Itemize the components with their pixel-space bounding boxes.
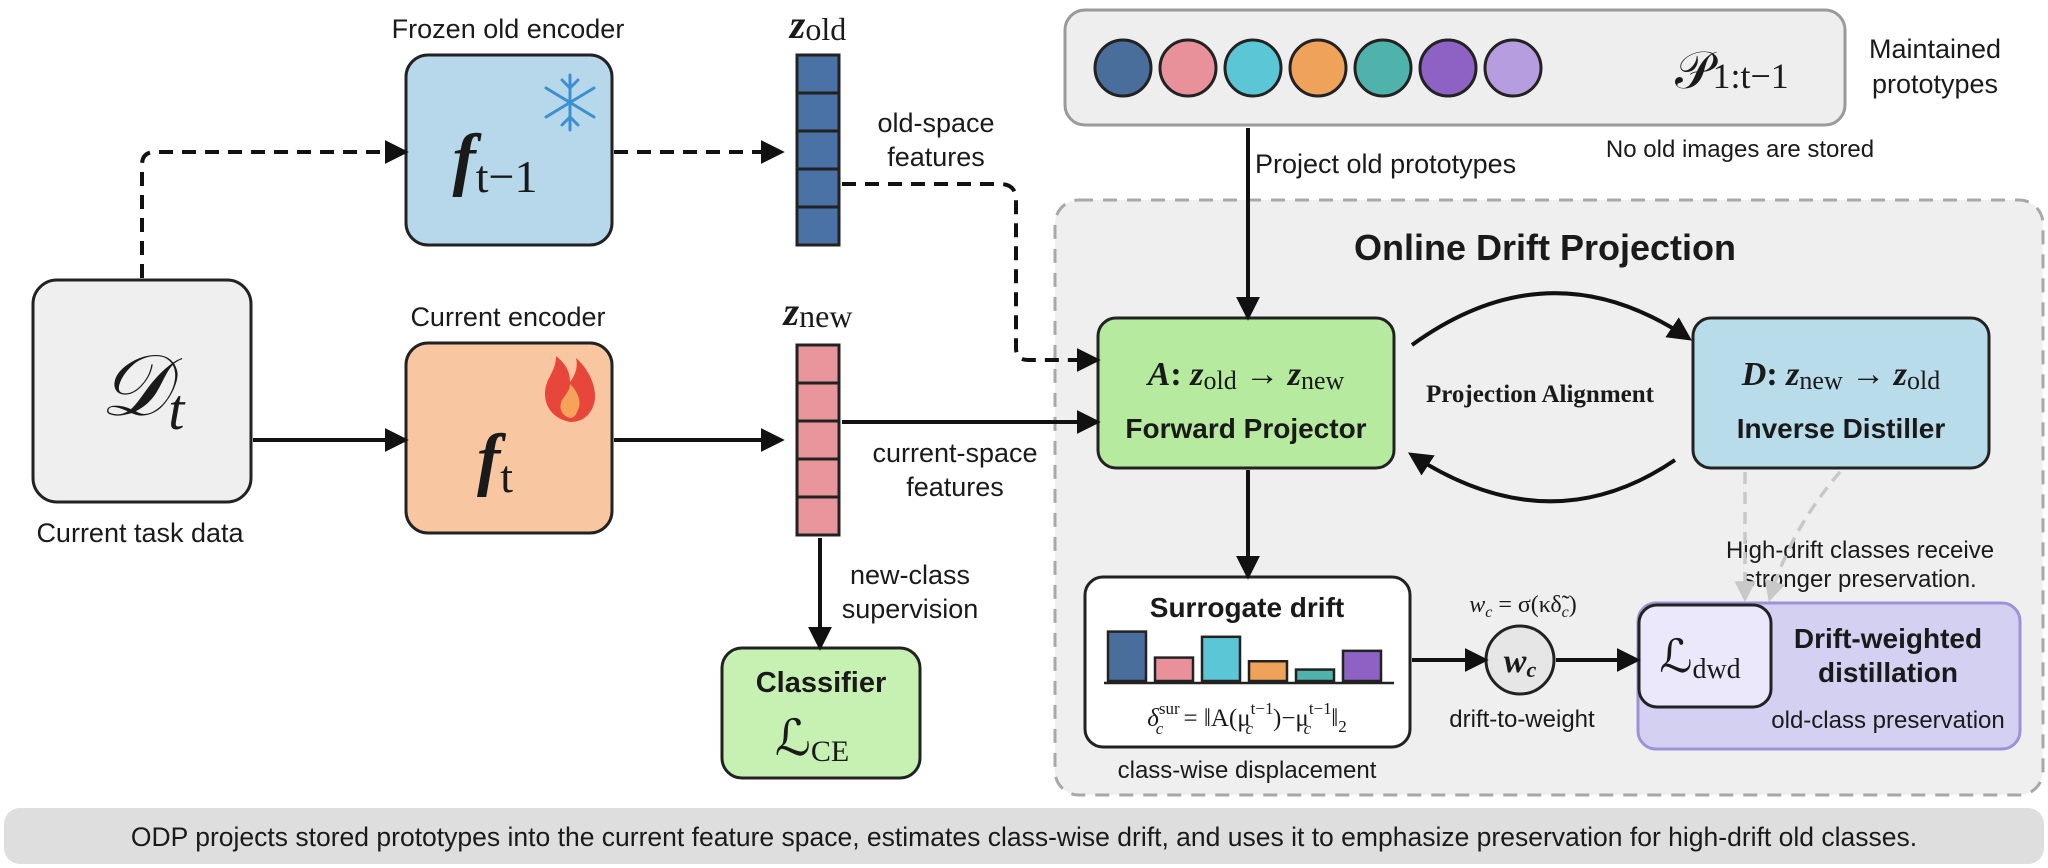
prototype-dot [1353, 38, 1413, 98]
drift-bar [1106, 630, 1148, 683]
svg-text:ℒCE: ℒCE [775, 710, 849, 768]
alignment-arc-backward [1407, 452, 1677, 504]
z-old-vector [795, 53, 841, 247]
current-encoder-caption: Current encoder [410, 302, 605, 332]
z-old-label: zold [788, 2, 846, 47]
prototype-dot [1418, 38, 1478, 98]
maintained-label-2: prototypes [1872, 69, 1998, 99]
task-data-box: 𝒟t [31, 278, 253, 504]
vector-cell [795, 91, 841, 133]
vector-cell [795, 53, 841, 95]
drift-bar [1294, 668, 1336, 683]
caption-text: ODP projects stored prototypes into the … [131, 822, 1917, 852]
surrogate-drift-bars [1106, 630, 1383, 683]
vector-cell [795, 495, 841, 537]
no-old-images-label: No old images are stored [1606, 136, 1874, 163]
arrows [140, 128, 1692, 672]
projection-alignment-label: Projection Alignment [1426, 381, 1655, 408]
vector-cell [795, 167, 841, 209]
classifier-box: Classifier ℒCE [720, 646, 922, 780]
z-new-label: znew [782, 289, 853, 334]
maintained-label-1: Maintained [1869, 34, 2001, 64]
svg-text:wc: wc [1504, 643, 1537, 682]
prototype-dot [1288, 38, 1348, 98]
svg-text:D: znew → zold: D: znew → zold [1741, 356, 1940, 395]
svg-text:ℒdwd: ℒdwd [1659, 631, 1740, 685]
weight-formula: wc = σ(κδ̃c) [1469, 592, 1577, 621]
alignment-arc-forward [1410, 291, 1692, 347]
svg-text:ft−1: ft−1 [452, 121, 537, 202]
z-new-vector [795, 343, 841, 537]
vector-cell [795, 343, 841, 385]
old-encoder-box: ft−1 [404, 53, 614, 247]
new-class-label-1: new-class [850, 560, 970, 590]
svg-text:Surrogate drift: Surrogate drift [1150, 592, 1344, 623]
drift-bar [1153, 656, 1195, 683]
new-class-label-2: supervision [842, 594, 979, 624]
svg-text:distillation: distillation [1818, 657, 1958, 688]
svg-text:Drift-weighted: Drift-weighted [1794, 623, 1982, 654]
vector-cell [795, 419, 841, 461]
vector-cell [795, 129, 841, 171]
svg-text:A: zold → znew: A: zold → znew [1146, 356, 1345, 395]
vector-cell [795, 205, 841, 247]
drift-to-weight-label: drift-to-weight [1449, 706, 1595, 733]
zold-to-projector-arrow [842, 182, 1101, 372]
gray-arrows [1734, 470, 1842, 603]
class-wise-label: class-wise displacement [1118, 757, 1377, 784]
vector-cell [795, 457, 841, 499]
distiller-to-dwd-arrow-2 [1764, 470, 1842, 603]
prototype-dot [1223, 38, 1283, 98]
high-drift-label-1: High-drift classes receive [1726, 537, 1994, 564]
forward-projector-box: A: zold → znew Forward Projector [1096, 316, 1396, 470]
drift-bar [1200, 635, 1242, 683]
vector-cell [795, 381, 841, 423]
drift-bar [1341, 649, 1383, 683]
task-data-caption: Current task data [36, 518, 244, 548]
prototype-dots [1093, 38, 1543, 98]
old-space-label-2: features [887, 142, 985, 172]
prototype-dot [1093, 38, 1153, 98]
prototype-symbol: 𝒫1:t−1 [1675, 43, 1789, 100]
current-encoder-box: ft [404, 341, 614, 535]
svg-text:Classifier: Classifier [756, 667, 887, 699]
project-old-prototypes-label: Project old prototypes [1255, 149, 1516, 179]
prototype-dot [1483, 38, 1543, 98]
snowflake-icon [544, 73, 596, 132]
weight-node: wc [1484, 624, 1556, 696]
prototype-bank: 𝒫1:t−1 [1063, 8, 1847, 127]
current-space-label-2: features [906, 472, 1004, 502]
high-drift-label-2: stronger preservation. [1743, 566, 1976, 593]
current-space-label-1: current-space [872, 438, 1037, 468]
svg-text:Inverse Distiller: Inverse Distiller [1737, 413, 1946, 444]
prototype-dot [1158, 38, 1218, 98]
svg-text:Forward Projector: Forward Projector [1125, 413, 1366, 444]
dwd-box: ℒdwd Drift-weighted distillation old-cla… [1636, 601, 2022, 751]
old-encoder-caption: Frozen old encoder [392, 14, 625, 44]
odp-title: Online Drift Projection [1354, 227, 1736, 268]
inverse-distiller-box: D: znew → zold Inverse Distiller [1691, 316, 1991, 470]
caption-bar: ODP projects stored prototypes into the … [4, 808, 2044, 864]
drift-bar [1247, 659, 1289, 683]
svg-text:old-class preservation: old-class preservation [1771, 707, 2004, 734]
old-space-label-1: old-space [877, 108, 994, 138]
data-to-old-encoder-arrow [140, 140, 409, 278]
